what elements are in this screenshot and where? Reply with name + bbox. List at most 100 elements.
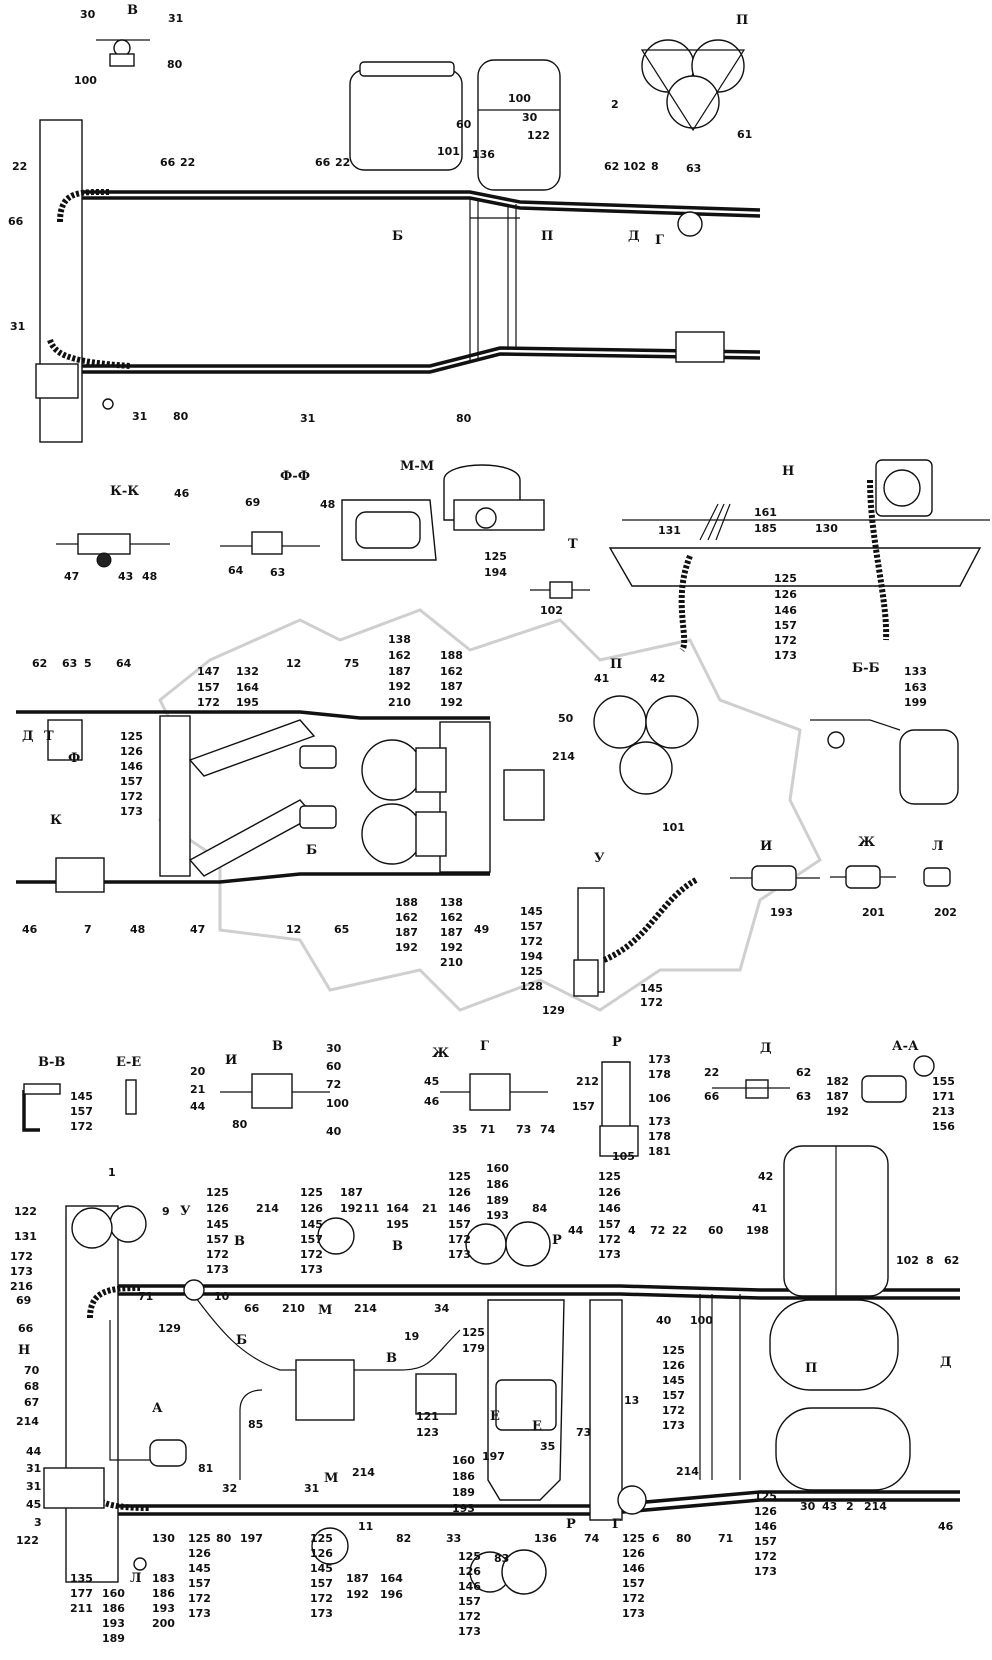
valve-v [251,1073,293,1109]
part-label: 155 [932,1075,955,1088]
part-label: 187 [395,926,418,939]
section-title: Н [782,464,794,479]
part-label: 194 [520,950,543,963]
part-label: 31 [26,1480,41,1493]
part-label: 4 [628,1224,636,1237]
section-title: М-М [400,459,434,474]
part-label: 80 [456,412,472,425]
part-label: 187 [346,1572,369,1585]
part-label: 157 [622,1577,645,1590]
part-label: 189 [452,1486,475,1499]
part-label: 172 [598,1233,621,1246]
part-label: 172 [754,1550,777,1563]
part-label: 125 [754,1490,777,1503]
part-label: 129 [158,1322,181,1335]
part-label: 145 [70,1090,93,1103]
part-label: 60 [326,1060,342,1073]
section-title: Р [612,1035,622,1050]
part-label: 193 [770,906,793,919]
part-label: 105 [612,1150,635,1163]
part-label: 74 [540,1123,556,1136]
section-title: Л [932,839,944,854]
part-label: 30 [326,1042,342,1055]
part-label: 193 [452,1502,475,1515]
part-label: 11 [364,1202,379,1215]
part-label: 125 [120,730,143,743]
part-label: 157 [458,1595,481,1608]
part-label: 126 [458,1565,481,1578]
part-label: 129 [542,1004,565,1017]
section-title: П [541,229,553,244]
crossmember-bottom-rear [589,1299,623,1521]
part-label: 178 [648,1130,671,1143]
rear-valve-bottom [675,331,725,363]
part-label: 42 [650,672,665,685]
panel-sections-row [56,459,990,652]
part-label: 75 [344,657,359,670]
section-title: М [318,1303,332,1318]
part-label: 187 [440,926,463,939]
part-label: 48 [320,498,335,511]
part-label: 193 [102,1617,125,1630]
part-label: 32 [222,1482,237,1495]
part-label: 21 [422,1202,437,1215]
section-title: У [180,1204,191,1219]
brake-chamber-lower [361,803,423,865]
part-label: 125 [598,1170,621,1183]
valve-front-mid [47,719,83,761]
section-title: Е [532,1419,542,1434]
section-title: Т [568,537,578,552]
panel-middle-chassis [16,695,959,997]
part-label: 160 [452,1454,475,1467]
part-label: 147 [197,665,220,678]
section-title: В [386,1351,397,1366]
part-label: 157 [188,1577,211,1590]
part-label: 10 [214,1290,230,1303]
part-label: 173 [648,1053,671,1066]
section-title: В [234,1234,245,1249]
fitting-l [923,867,951,887]
part-label: 146 [458,1580,481,1593]
part-label: 22 [12,160,27,173]
part-label: 197 [240,1532,263,1545]
part-label: 173 [622,1607,645,1620]
panel-bottom-chassis [43,1145,960,1595]
front-brake-valve [35,363,79,399]
part-label: 214 [864,1500,887,1513]
part-label: 73 [516,1123,531,1136]
part-label: 210 [388,696,411,709]
part-label: 146 [448,1202,471,1215]
part-label: 46 [174,487,190,500]
part-label: 146 [598,1202,621,1215]
part-label: 83 [494,1552,509,1565]
part-label: 145 [640,982,663,995]
part-label: 34 [434,1302,450,1315]
valve-block-main [295,1359,355,1421]
brake-chamber-187-top [317,1217,355,1255]
section-title: Е [490,1409,500,1424]
part-label: 135 [70,1572,93,1585]
section-title: А [152,1401,163,1416]
part-label: 101 [662,821,685,834]
part-label: 163 [904,681,927,694]
part-label: 132 [236,665,259,678]
part-label: 45 [424,1075,439,1088]
part-label: 172 [206,1248,229,1261]
part-label: 126 [774,588,797,601]
part-label: 199 [904,696,927,709]
part-label: 192 [395,941,418,954]
part-label: 63 [270,566,285,579]
part-label: 44 [568,1224,584,1237]
part-label: 7 [84,923,92,936]
section-title: Р [552,1233,562,1248]
part-label: 187 [440,680,463,693]
part-label: 80 [216,1532,232,1545]
brake-chamber-upper [361,739,423,801]
part-label: 136 [472,148,495,161]
part-label: 43 [822,1500,837,1513]
part-label: 186 [486,1178,509,1191]
air-tank-rear-lower [775,1407,911,1491]
part-label: 157 [774,619,797,632]
section-title: П [610,657,622,672]
section-title: Ж [858,835,875,850]
